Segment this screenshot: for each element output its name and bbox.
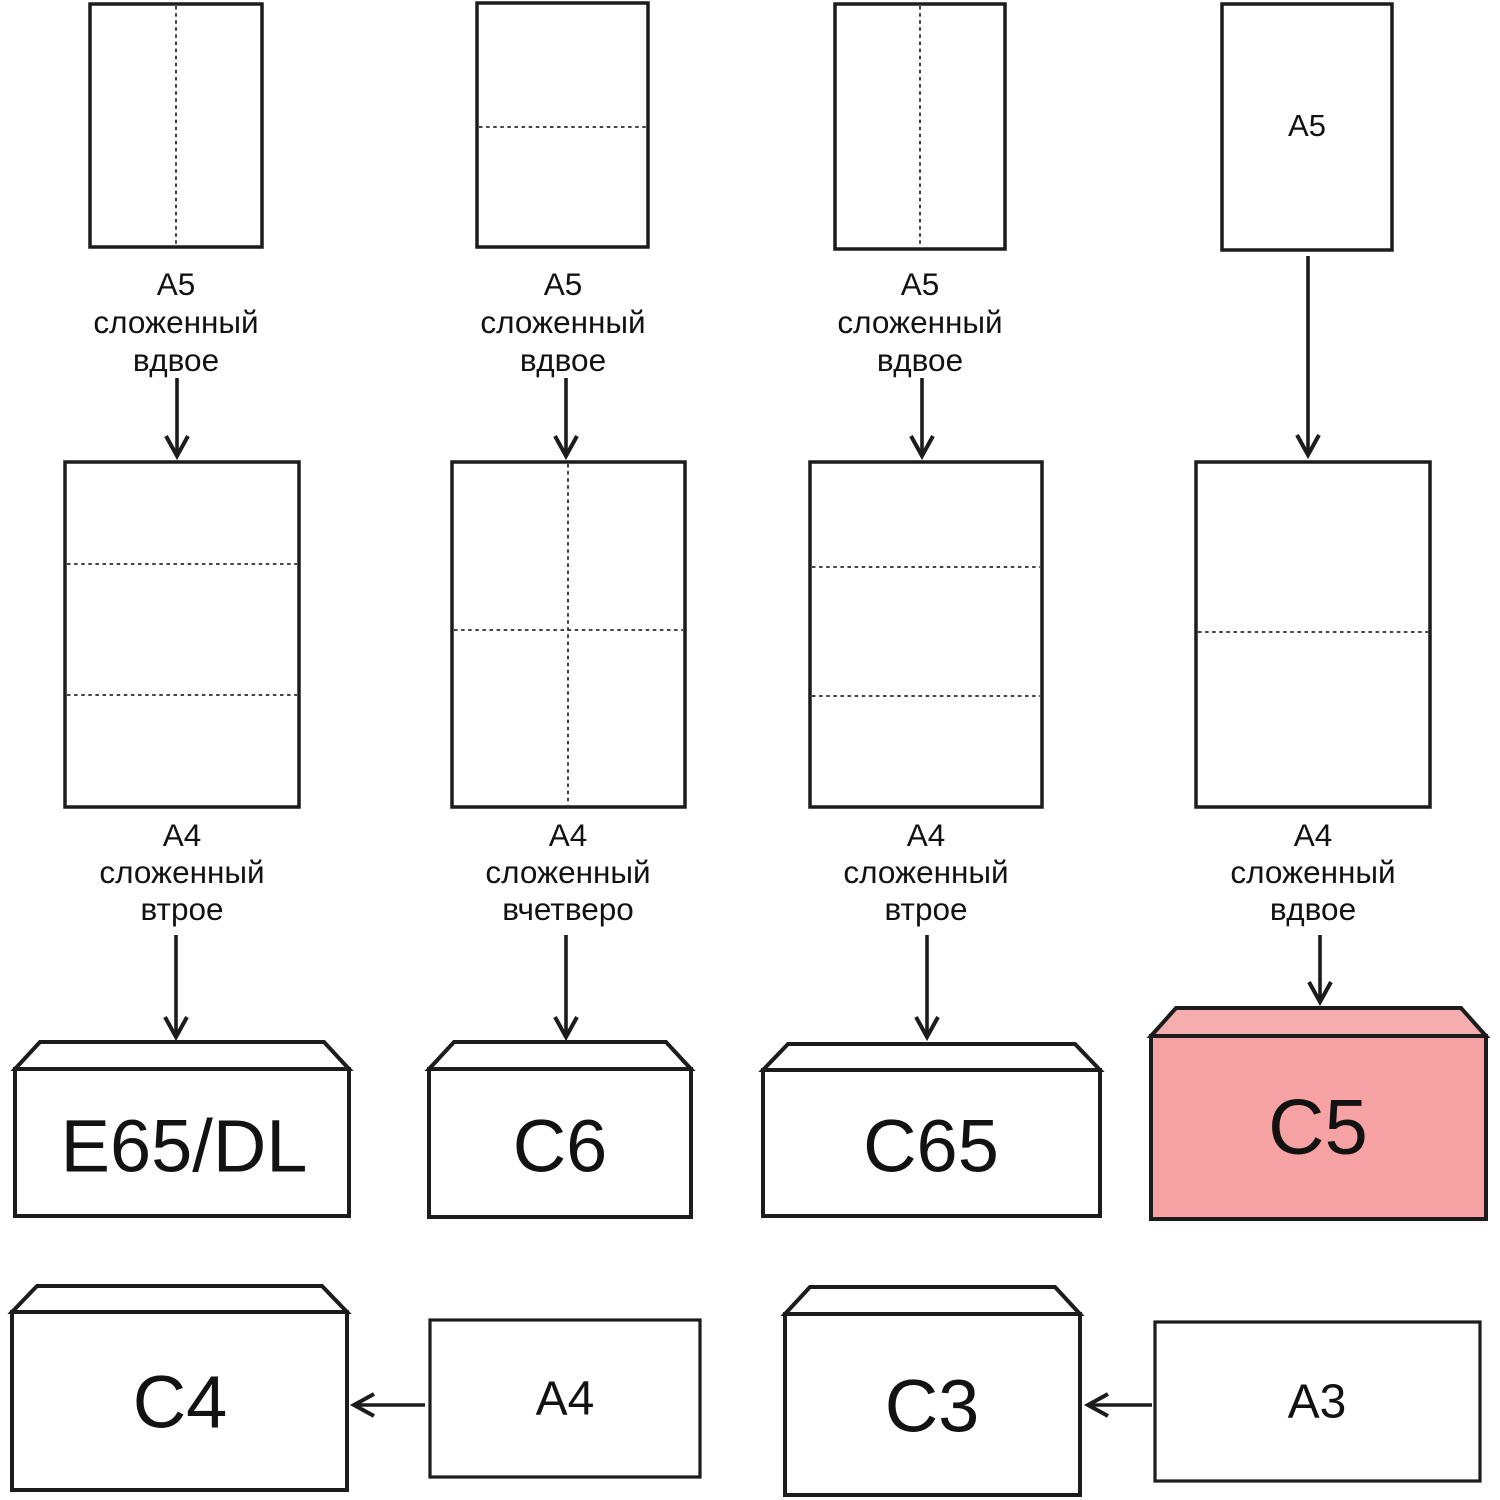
- arrow-down-col2-top: [553, 378, 579, 461]
- caption-line: втрое: [884, 891, 968, 927]
- caption-line: вчетверо: [502, 891, 634, 927]
- arrow-left-a4-to-c4: [349, 1392, 425, 1418]
- sheet-a5-fold-vertical-1: [88, 2, 264, 249]
- caption-a4-col1: А4 сложенный втрое: [99, 817, 264, 928]
- sheet-a5-plain: [1220, 2, 1394, 252]
- caption-a5-col3: А5 сложенный вдвое: [837, 265, 1002, 379]
- sheet-a4-thirds-1: [63, 460, 301, 809]
- label-a4-source: А4: [535, 1372, 595, 1426]
- arrow-down-col1-mid: [163, 935, 189, 1042]
- caption-line: сложенный: [1230, 854, 1396, 890]
- sheet-a5-fold-horizontal: [475, 1, 650, 249]
- caption-a4-col3: А4 сложенный втрое: [843, 817, 1008, 928]
- caption-line: А4: [548, 817, 588, 853]
- label-envelope-c4: C4: [132, 1360, 228, 1444]
- caption-line: сложенный: [93, 304, 259, 340]
- sheet-a4-thirds-2: [808, 460, 1044, 809]
- envelope-c3: [780, 1285, 1085, 1497]
- caption-line: А4: [1293, 817, 1333, 853]
- envelope-e65dl: [10, 1040, 354, 1218]
- caption-a4-col4: А4 сложенный вдвое: [1230, 817, 1395, 928]
- caption-line: сложенный: [485, 854, 651, 890]
- caption-line: А4: [162, 817, 202, 853]
- arrow-left-a3-to-c3: [1083, 1392, 1152, 1418]
- sheet-a4-half: [1194, 460, 1432, 809]
- arrow-down-col1-top: [164, 378, 190, 461]
- arrow-down-col4-mid: [1307, 935, 1333, 1007]
- caption-line: А5: [900, 266, 940, 302]
- caption-line: А4: [906, 817, 946, 853]
- envelope-c6: [424, 1040, 696, 1219]
- caption-line: втрое: [140, 891, 224, 927]
- arrow-down-col2-mid: [553, 935, 579, 1042]
- caption-a4-col2: А4 сложенный вчетверо: [485, 817, 650, 928]
- caption-line: вдвое: [1269, 891, 1357, 927]
- label-a3-source: А3: [1287, 1375, 1347, 1429]
- label-envelope-c65: C65: [863, 1104, 999, 1188]
- caption-line: вдвое: [132, 342, 220, 378]
- label-envelope-e65dl: E65/DL: [60, 1104, 308, 1188]
- label-a5-inside-sheet: А5: [1288, 108, 1326, 143]
- caption-line: А5: [156, 266, 196, 302]
- caption-line: вдвое: [519, 342, 607, 378]
- label-envelope-c6: C6: [512, 1104, 608, 1188]
- arrow-down-col4-top: [1295, 256, 1321, 460]
- caption-line: сложенный: [837, 304, 1003, 340]
- caption-a5-col1: А5 сложенный вдвое: [93, 265, 258, 379]
- caption-line: сложенный: [843, 854, 1009, 890]
- caption-line: сложенный: [480, 304, 646, 340]
- sheet-a4-source: [428, 1318, 702, 1479]
- arrow-down-col3-mid: [914, 935, 940, 1042]
- caption-line: сложенный: [99, 854, 265, 890]
- sheet-a3-source: [1153, 1320, 1482, 1483]
- envelope-c4: [7, 1284, 352, 1492]
- caption-line: вдвое: [876, 342, 964, 378]
- label-envelope-c5: C5: [1268, 1082, 1368, 1171]
- caption-a5-col2: А5 сложенный вдвое: [480, 265, 645, 379]
- label-envelope-c3: C3: [884, 1364, 980, 1448]
- envelope-c5-highlighted: [1146, 1006, 1491, 1221]
- arrow-down-col3-top: [909, 378, 935, 461]
- caption-line: А5: [543, 266, 583, 302]
- envelope-c65: [758, 1042, 1105, 1218]
